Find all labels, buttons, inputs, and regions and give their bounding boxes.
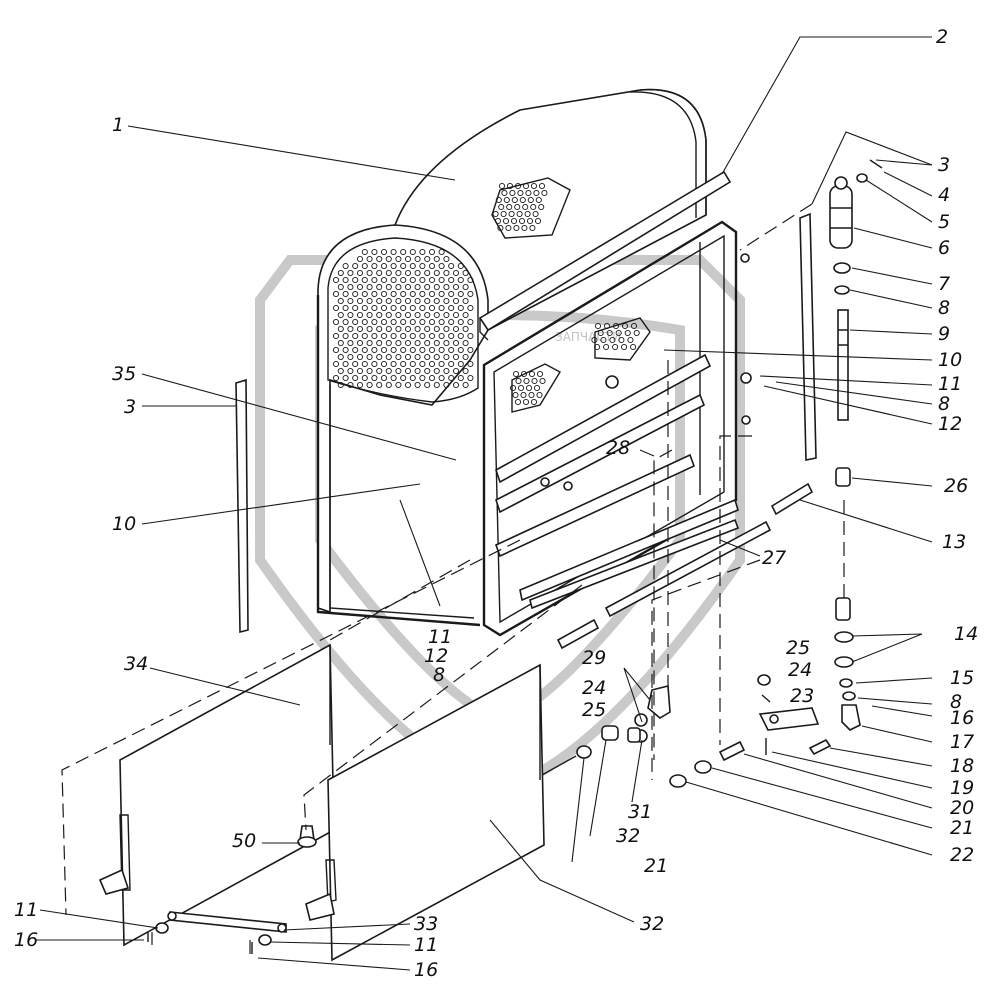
perforated-patch-front-1 [509, 363, 561, 413]
link-bar-33 [147, 911, 287, 954]
callout-c27: 27 [762, 547, 786, 569]
callout-c16c: 16 [414, 959, 438, 981]
callout-c5: 5 [938, 211, 950, 233]
callout-c35: 35 [112, 363, 136, 385]
callout-c11b: 11 [428, 626, 452, 648]
callout-c8a: 8 [938, 297, 950, 319]
callout-c31: 31 [628, 801, 652, 823]
callout-c6: 6 [938, 237, 950, 259]
callout-c18: 18 [950, 755, 974, 777]
callout-c20: 20 [950, 797, 974, 819]
callout-c9: 9 [938, 323, 950, 345]
callout-c26: 26 [944, 475, 968, 497]
perforated-patch-top [491, 177, 571, 239]
callout-c14: 14 [954, 623, 978, 645]
callout-c34: 34 [124, 653, 148, 675]
rod-part-13 [770, 482, 814, 516]
callout-c24a: 24 [788, 659, 812, 681]
assembly-dashed-lines [61, 203, 845, 958]
rod-short [556, 618, 600, 650]
callout-c19: 19 [950, 777, 974, 799]
callout-c15: 15 [950, 667, 974, 689]
callout-c16b: 16 [14, 929, 38, 951]
callout-c23: 23 [790, 685, 814, 707]
callout-c3a: 3 [938, 154, 950, 176]
callout-c28: 28 [606, 437, 630, 459]
watermark-text: ЗАПЧАСТИ [555, 330, 621, 344]
callout-c3b: 3 [124, 396, 136, 418]
callout-c12a: 12 [938, 413, 962, 435]
callout-c10b: 10 [112, 513, 136, 535]
callout-c32a: 32 [616, 825, 640, 847]
callout-c25a: 25 [786, 637, 810, 659]
callout-labels: 1233456788889101011111111121213141516161… [14, 26, 978, 981]
callout-c50: 50 [232, 830, 256, 852]
strip-part-3-right [799, 212, 817, 461]
callout-c32b: 32 [640, 913, 664, 935]
leader-lines [36, 36, 933, 971]
callout-c29: 29 [582, 647, 606, 669]
callout-c8c: 8 [433, 664, 445, 686]
callout-c8d: 8 [950, 691, 962, 713]
callout-c25b: 25 [582, 699, 606, 721]
callout-c21b: 21 [644, 855, 668, 877]
callout-c7: 7 [938, 273, 950, 295]
callout-c2: 2 [936, 26, 948, 48]
callout-c12b: 12 [424, 645, 448, 667]
callout-c1: 1 [112, 114, 124, 136]
front-frame [482, 220, 752, 637]
callout-c13: 13 [942, 531, 966, 553]
callout-c17: 17 [950, 731, 974, 753]
callout-c4: 4 [938, 184, 950, 206]
perforated-end-panel [317, 224, 489, 614]
callout-c11c: 11 [14, 899, 38, 921]
callout-c11d: 11 [414, 934, 438, 956]
latch-assembly-23 [576, 674, 832, 788]
lower-panel-32 [305, 663, 577, 962]
callout-c10a: 10 [938, 349, 962, 371]
housing-part-1 [316, 88, 707, 627]
callout-c11a: 11 [938, 373, 962, 395]
callout-c33: 33 [414, 913, 438, 935]
callout-c16a: 16 [950, 707, 974, 729]
pin-and-clip-4-5 [856, 159, 883, 183]
gas-strut-assembly [829, 176, 861, 731]
strip-part-3-left [235, 378, 249, 634]
perforated-patch-front-2 [591, 317, 651, 361]
callout-c24b: 24 [582, 677, 606, 699]
callout-c8b: 8 [938, 393, 950, 415]
callout-c22: 22 [950, 844, 974, 866]
rod-part-27 [604, 520, 772, 618]
callout-c21a: 21 [950, 817, 974, 839]
fastener-50 [297, 825, 317, 848]
lower-panel-34 [98, 643, 335, 947]
strip-part-2 [478, 170, 732, 341]
